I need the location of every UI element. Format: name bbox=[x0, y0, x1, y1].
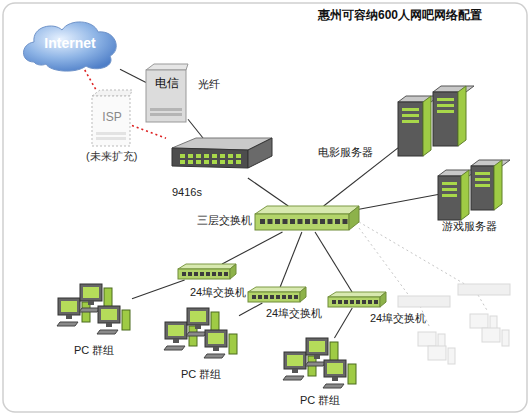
device-label: 24埠交换机 bbox=[266, 307, 322, 320]
pc-group: PC 群组 bbox=[58, 284, 132, 340]
network-link bbox=[132, 125, 166, 138]
access-switch: 24埠交换机 bbox=[328, 292, 386, 308]
server-group: 电影服务器 bbox=[398, 86, 472, 152]
network-link bbox=[315, 232, 352, 292]
device-label: Internet bbox=[20, 35, 120, 52]
device-label: PC 群组 bbox=[300, 394, 340, 407]
device-label: ISP bbox=[92, 110, 132, 124]
router: 9416s bbox=[166, 138, 272, 178]
network-link bbox=[359, 195, 438, 210]
pc-group-icon bbox=[284, 338, 354, 390]
isp-server: ISP bbox=[92, 90, 132, 146]
server-group: 游戏服务器 bbox=[438, 160, 508, 216]
network-link bbox=[248, 178, 288, 206]
pc-group: PC 群组 bbox=[284, 338, 354, 390]
title: 惠州可容纳600人网吧网络配置 bbox=[318, 8, 482, 22]
core-switch-icon bbox=[255, 206, 359, 232]
network-link bbox=[188, 119, 203, 138]
device-label: 电影服务器 bbox=[318, 146, 373, 159]
pc-group: PC 群组 bbox=[165, 308, 239, 364]
network-link bbox=[132, 280, 185, 299]
core-switch: 三层交换机 bbox=[255, 206, 359, 232]
access-switch-icon bbox=[248, 287, 306, 303]
access-switch: 24埠交换机 bbox=[248, 287, 306, 303]
access-switch-icon bbox=[178, 264, 236, 280]
network-link bbox=[334, 308, 352, 338]
device-label: 24埠交换机 bbox=[190, 286, 246, 299]
telecom-server: 电信 bbox=[146, 64, 188, 122]
access-switch-icon bbox=[328, 292, 386, 308]
access-switch: 24埠交换机 bbox=[178, 264, 236, 280]
network-link bbox=[85, 70, 96, 90]
device-label: 24埠交换机 bbox=[370, 312, 426, 325]
internet-cloud: Internet bbox=[20, 18, 120, 70]
network-link bbox=[222, 232, 282, 264]
device-label: 三层交换机 bbox=[197, 214, 252, 227]
device-label: PC 群组 bbox=[181, 368, 221, 381]
frame bbox=[3, 3, 527, 412]
network-link bbox=[120, 69, 146, 82]
network-link bbox=[280, 232, 302, 287]
telecom-server-icon bbox=[146, 64, 188, 122]
note-label: (未来扩充) bbox=[86, 150, 137, 163]
router-icon bbox=[166, 138, 272, 178]
pc-group-icon bbox=[58, 284, 132, 340]
server-group-icon bbox=[438, 160, 508, 216]
device-label: 9416s bbox=[172, 186, 202, 199]
device-label: PC 群组 bbox=[74, 344, 114, 357]
pc-group-icon bbox=[165, 308, 239, 364]
server-group-icon bbox=[398, 86, 472, 152]
network-link bbox=[239, 303, 262, 316]
note-label: 光纤 bbox=[198, 78, 220, 91]
device-label: 电信 bbox=[146, 76, 188, 90]
device-label: 游戏服务器 bbox=[442, 220, 497, 233]
